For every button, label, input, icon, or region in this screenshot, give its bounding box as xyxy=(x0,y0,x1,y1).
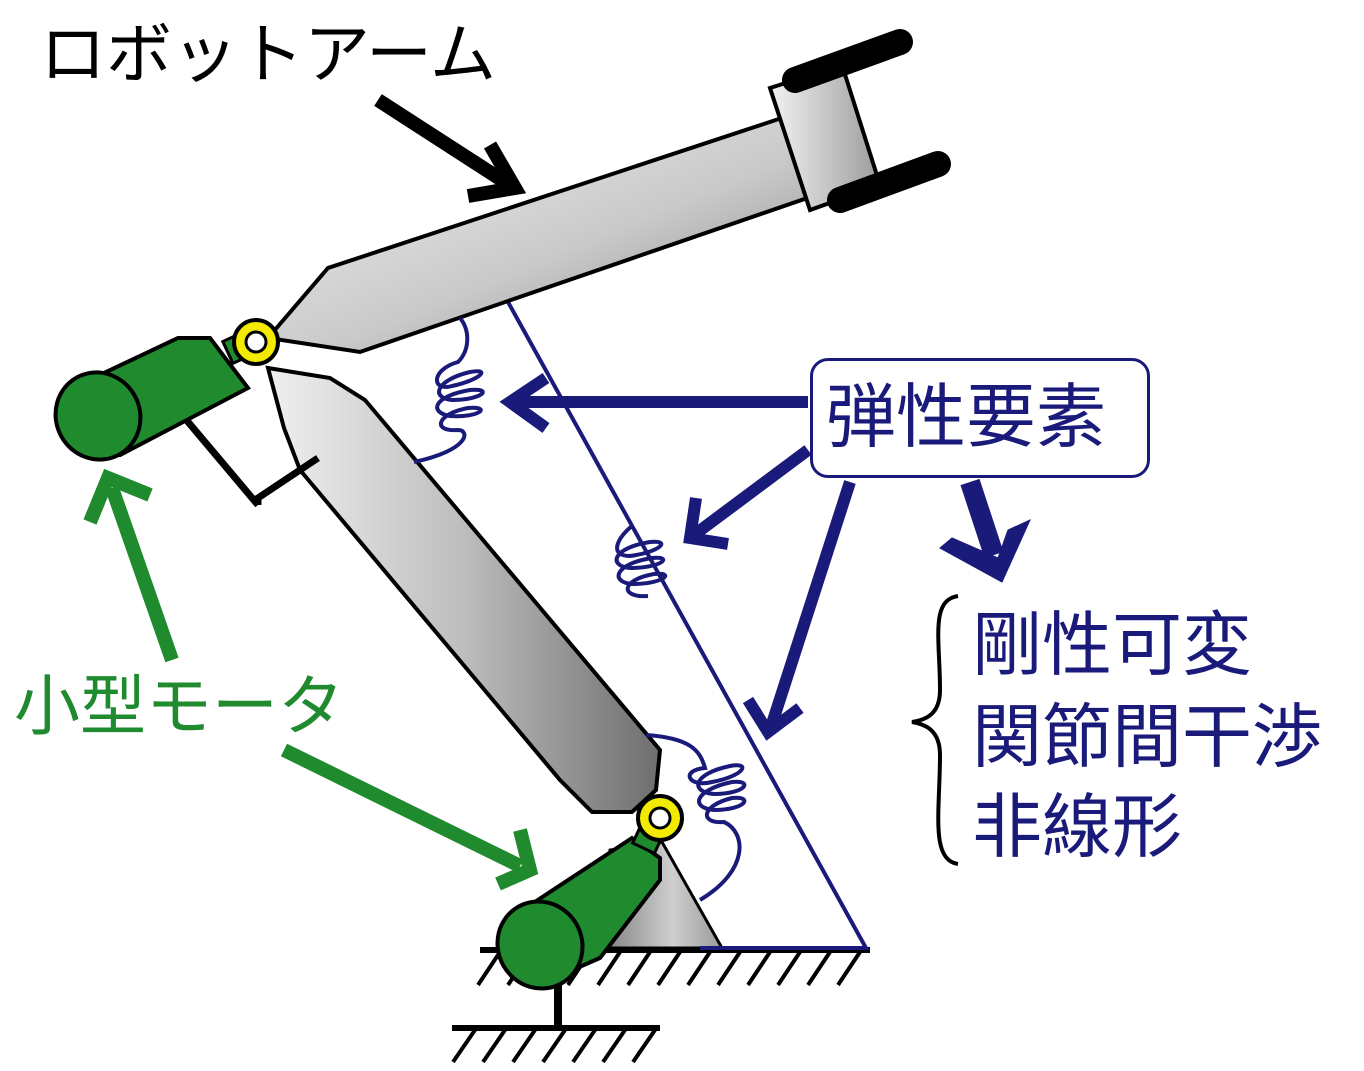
arrow-motor-upper xyxy=(83,468,179,663)
effect-nonlinear: 非線形 xyxy=(972,786,1182,868)
arrow-elastic-2 xyxy=(683,445,812,550)
effect-joint-coupling: 関節間干渉 xyxy=(972,696,1322,778)
gripper-icon xyxy=(767,29,951,213)
spring-icon xyxy=(413,316,485,464)
spring-icon xyxy=(645,733,747,902)
arrow-motor-lower xyxy=(280,743,539,891)
small-motor-label: 小型モータ xyxy=(14,668,344,745)
brace-icon xyxy=(911,594,959,866)
effect-variable-stiffness: 剛性可変 xyxy=(972,604,1252,686)
arrow-elastic-3 xyxy=(742,480,856,741)
arrow-effects xyxy=(939,478,1032,583)
lower-link xyxy=(265,365,663,814)
joint-icon xyxy=(232,318,280,366)
elastic-element-box xyxy=(810,358,1150,478)
tendon-line xyxy=(506,301,870,950)
upper-link xyxy=(264,109,849,355)
arrow-robot-arm xyxy=(374,94,527,203)
elastic-element-label: 弾性要素 xyxy=(826,376,1106,458)
robot-arm-label: ロボットアーム xyxy=(40,16,497,93)
joint-icon xyxy=(636,794,684,842)
arrow-elastic-1 xyxy=(499,373,808,433)
ground-hatch-icon xyxy=(451,1025,660,1064)
spring-icon xyxy=(614,523,668,599)
